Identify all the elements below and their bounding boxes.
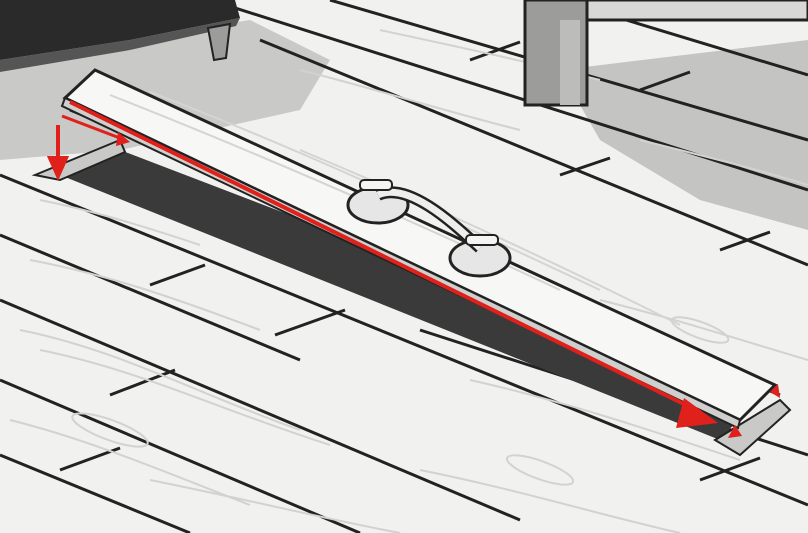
floor-plank-illustration [0, 0, 808, 533]
